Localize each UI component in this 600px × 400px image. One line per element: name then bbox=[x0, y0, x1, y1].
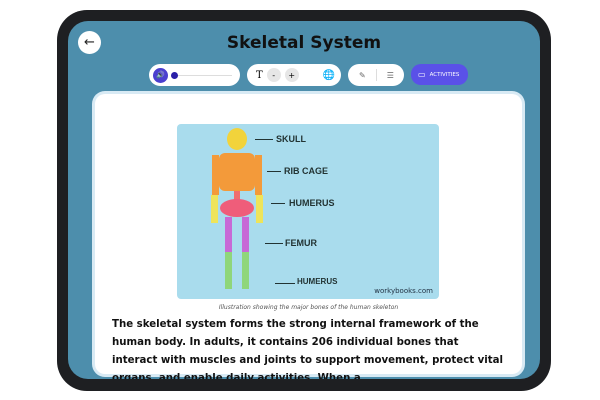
body-text: The skeletal system forms the strong int… bbox=[112, 319, 504, 379]
monitor-icon: ▭ bbox=[418, 70, 426, 79]
label-rib-cage: RIB CAGE bbox=[284, 166, 329, 176]
activities-button[interactable]: ▭ACTIVITIES bbox=[411, 64, 468, 85]
image-credit: workybooks.com bbox=[374, 287, 433, 295]
globe-icon[interactable]: 🌐 bbox=[322, 69, 336, 81]
text-size-icon: T bbox=[256, 69, 263, 81]
tablet-frame: ← Skeletal System 🔊 T - + 🌐 ✎ ☰ ▭ACTIVIT… bbox=[57, 10, 551, 391]
skeleton-illustration: SKULL RIB CAGE HUMERUS FEMUR HUMERUS wor… bbox=[177, 124, 439, 299]
activities-label: ACTIVITIES bbox=[429, 71, 460, 78]
audio-player: 🔊 bbox=[149, 64, 240, 86]
figure-caption: Illustration showing the major bones of … bbox=[218, 304, 399, 311]
increase-text-button[interactable]: + bbox=[284, 68, 299, 82]
pencil-icon[interactable]: ✎ bbox=[359, 70, 366, 80]
decrease-text-button[interactable]: - bbox=[266, 68, 281, 82]
slider-handle[interactable] bbox=[171, 71, 178, 79]
skeleton-drawing bbox=[211, 128, 263, 289]
label-humerus: HUMERUS bbox=[289, 198, 335, 208]
arrow-left-icon: ← bbox=[84, 35, 95, 50]
audio-slider[interactable] bbox=[171, 71, 232, 79]
label-skull: SKULL bbox=[276, 134, 306, 144]
screen: ← Skeletal System 🔊 T - + 🌐 ✎ ☰ ▭ACTIVIT… bbox=[68, 21, 540, 379]
text-controls: T - + 🌐 bbox=[247, 64, 341, 86]
list-icon[interactable]: ☰ bbox=[386, 70, 394, 80]
label-humerus-2: HUMERUS bbox=[297, 277, 338, 286]
speaker-button[interactable]: 🔊 bbox=[153, 67, 168, 83]
back-button[interactable]: ← bbox=[78, 31, 101, 54]
content-card: SKULL RIB CAGE HUMERUS FEMUR HUMERUS wor… bbox=[95, 94, 522, 379]
label-femur: FEMUR bbox=[285, 238, 317, 248]
divider bbox=[375, 69, 377, 81]
page-title: Skeletal System bbox=[226, 33, 382, 53]
annotation-tools: ✎ ☰ bbox=[348, 64, 404, 86]
